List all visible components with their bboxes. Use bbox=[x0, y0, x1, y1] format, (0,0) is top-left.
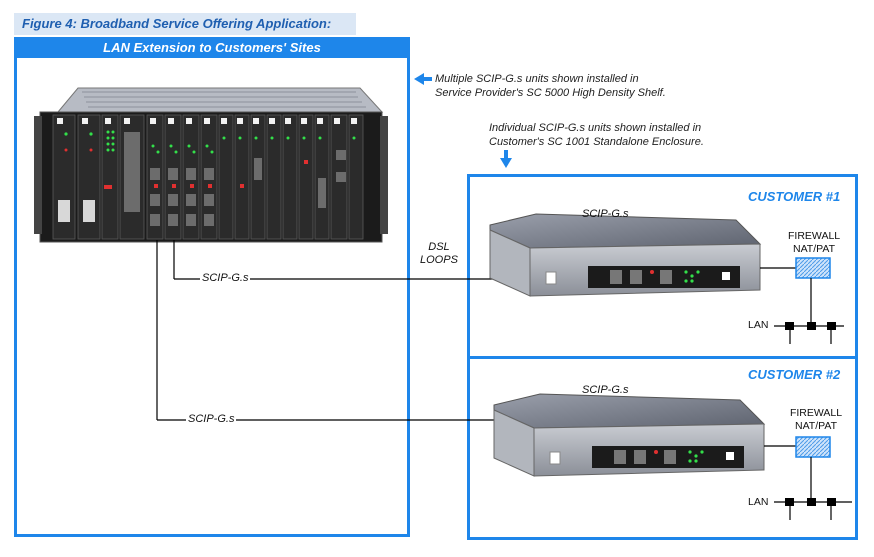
dsl-loop-lines bbox=[156, 240, 510, 421]
enclosure-note: Individual SCIP-G.s units shown installe… bbox=[489, 121, 704, 149]
customer-1-firewall-line-1: FIREWALL bbox=[788, 230, 841, 242]
customer-2-lan-label: LAN bbox=[748, 496, 769, 508]
firewall-lan-customer-2 bbox=[764, 436, 852, 520]
customer-2-firewall-label: FIREWALL NAT/PAT bbox=[788, 407, 844, 433]
customer-2-title: CUSTOMER #2 bbox=[748, 367, 841, 382]
customer-1-lan-label: LAN bbox=[748, 319, 769, 331]
line-2-label: SCIP-G.s bbox=[186, 413, 237, 425]
shelf-note: Multiple SCIP-G.s units shown installed … bbox=[435, 72, 666, 100]
customer-divider bbox=[467, 356, 858, 359]
figure-title: Figure 4: Broadband Service Offering App… bbox=[14, 13, 356, 35]
dsl-label-line-2: LOOPS bbox=[420, 254, 458, 266]
enclosure-note-line-1: Individual SCIP-G.s units shown installe… bbox=[489, 122, 702, 134]
customer-1-device-label: SCIP-G.s bbox=[582, 208, 629, 220]
shelf-note-line-2: Service Provider's SC 5000 High Density … bbox=[435, 87, 666, 99]
customer-2-firewall-line-2: NAT/PAT bbox=[795, 420, 837, 432]
sc5000-shelf bbox=[34, 87, 388, 243]
customer-2-device-label: SCIP-G.s bbox=[582, 384, 629, 396]
customer-1-title: CUSTOMER #1 bbox=[748, 189, 841, 204]
dsl-label-line-1: DSL bbox=[428, 241, 450, 253]
customer-2-firewall-line-1: FIREWALL bbox=[789, 407, 843, 419]
firewall-lan-customer-1 bbox=[760, 257, 844, 344]
figure-subtitle: LAN Extension to Customers' Sites bbox=[14, 37, 410, 58]
sc1001-enclosure-customer-2 bbox=[493, 393, 766, 477]
enclosure-note-line-2: Customer's SC 1001 Standalone Enclosure. bbox=[489, 136, 704, 148]
note-arrows bbox=[414, 73, 512, 168]
sc1001-enclosure-customer-1 bbox=[489, 213, 762, 297]
shelf-note-line-1: Multiple SCIP-G.s units shown installed … bbox=[435, 73, 639, 85]
dsl-loops-label: DSL LOOPS bbox=[420, 241, 458, 267]
line-1-label: SCIP-G.s bbox=[200, 272, 251, 284]
customer-1-firewall-line-2: NAT/PAT bbox=[793, 243, 835, 255]
customer-1-firewall-label: FIREWALL NAT/PAT bbox=[788, 230, 840, 256]
